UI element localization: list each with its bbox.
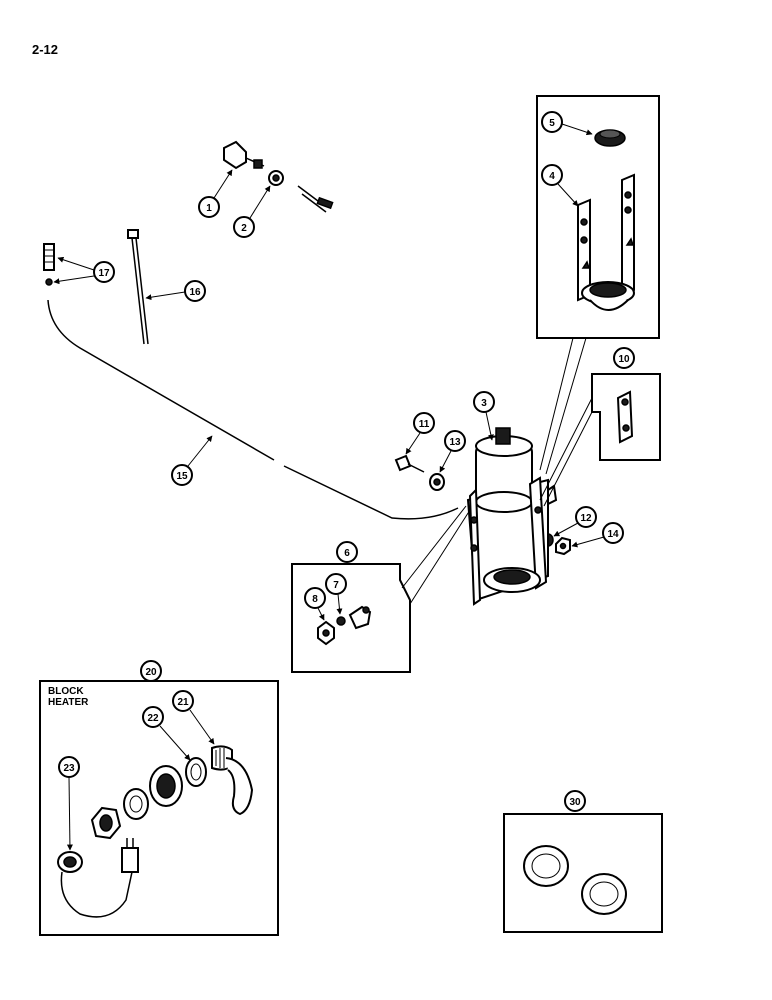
part-7-washer-icon: [336, 616, 346, 626]
part-30-seal-ring-2-icon: [581, 873, 627, 915]
svg-text:20: 20: [145, 667, 157, 678]
part-5-cap-icon: [594, 129, 626, 147]
part-8-nut-icon: [317, 620, 335, 646]
part-3-filter-assembly-icon: [466, 427, 558, 606]
svg-text:10: 10: [618, 354, 630, 365]
part-14-nut-icon: [555, 536, 571, 556]
svg-text:12: 12: [580, 513, 592, 524]
svg-text:1: 1: [206, 203, 212, 214]
part-16-cable-tie-icon: [127, 229, 149, 345]
svg-text:13: 13: [449, 437, 461, 448]
svg-text:7: 7: [333, 580, 339, 591]
svg-text:6: 6: [344, 548, 350, 559]
callout-11: 11: [405, 412, 435, 455]
callout-21: 21: [172, 690, 215, 745]
part-hex-nut-icon: [90, 806, 122, 840]
svg-text:5: 5: [549, 118, 555, 129]
part-2-nut-icon: [268, 170, 284, 186]
part-1-sender-icon: [223, 140, 265, 170]
part-gland-ring-icon: [149, 765, 183, 807]
svg-text:15: 15: [176, 471, 188, 482]
callout-1: 1: [198, 169, 233, 218]
page-number: 2-12: [32, 42, 59, 57]
svg-text:30: 30: [569, 797, 581, 808]
callout-2: 2: [233, 185, 271, 238]
inset-frame-bracket: [536, 95, 660, 339]
svg-text:8: 8: [312, 594, 318, 605]
part-4-bracket-icon: [577, 173, 635, 311]
callout-3: 3: [473, 391, 495, 441]
svg-text:11: 11: [419, 419, 430, 430]
block-heater-label-line2: HEATER: [48, 697, 89, 708]
part-15-tube-icon: [47, 299, 459, 520]
svg-text:3: 3: [481, 398, 487, 409]
callout-10: 10: [613, 347, 635, 369]
part-21-heater-element-icon: [211, 745, 254, 816]
callout-6: 6: [336, 541, 358, 563]
callout-14: 14: [571, 522, 624, 548]
callout-20: 20: [140, 660, 162, 682]
callout-17: 17: [53, 256, 115, 285]
svg-text:14: 14: [607, 529, 619, 540]
callout-8: 8: [304, 587, 326, 621]
svg-text:21: 21: [177, 697, 189, 708]
callout-30: 30: [564, 790, 586, 812]
inset-frame-clip: [591, 373, 661, 461]
callout-12: 12: [553, 506, 597, 537]
part-30-seal-ring-1-icon: [523, 845, 569, 887]
callout-23: 23: [58, 756, 80, 851]
inset-frame-fittings: [291, 563, 411, 673]
part-13-washer-icon: [429, 473, 445, 491]
svg-text:4: 4: [549, 171, 555, 182]
wire-terminals-icon: [297, 185, 334, 213]
block-heater-label-line1: BLOCK: [48, 686, 84, 697]
part-sleeve-icon: [123, 788, 149, 820]
callout-5: 5: [541, 111, 593, 136]
inset-frame-seals: [503, 813, 663, 933]
svg-text:17: 17: [98, 268, 110, 279]
callout-15: 15: [171, 435, 213, 486]
part-23-power-cord-icon: [57, 838, 139, 918]
callout-16: 16: [145, 280, 206, 302]
svg-text:16: 16: [189, 287, 201, 298]
svg-text:2: 2: [241, 223, 247, 234]
part-11-bolt-icon: [394, 454, 425, 473]
part-elbow-fitting-icon: [348, 605, 372, 630]
callout-7: 7: [325, 573, 347, 615]
inset-leader-lines: [401, 337, 593, 605]
callout-4: 4: [541, 164, 579, 207]
svg-text:23: 23: [63, 763, 75, 774]
part-22-washer-icon: [185, 757, 207, 787]
callout-22: 22: [142, 706, 191, 761]
part-17-fitting-icon: [43, 243, 55, 286]
svg-text:22: 22: [147, 713, 159, 724]
part-10-clip-icon: [616, 390, 634, 444]
callout-13: 13: [439, 430, 466, 473]
